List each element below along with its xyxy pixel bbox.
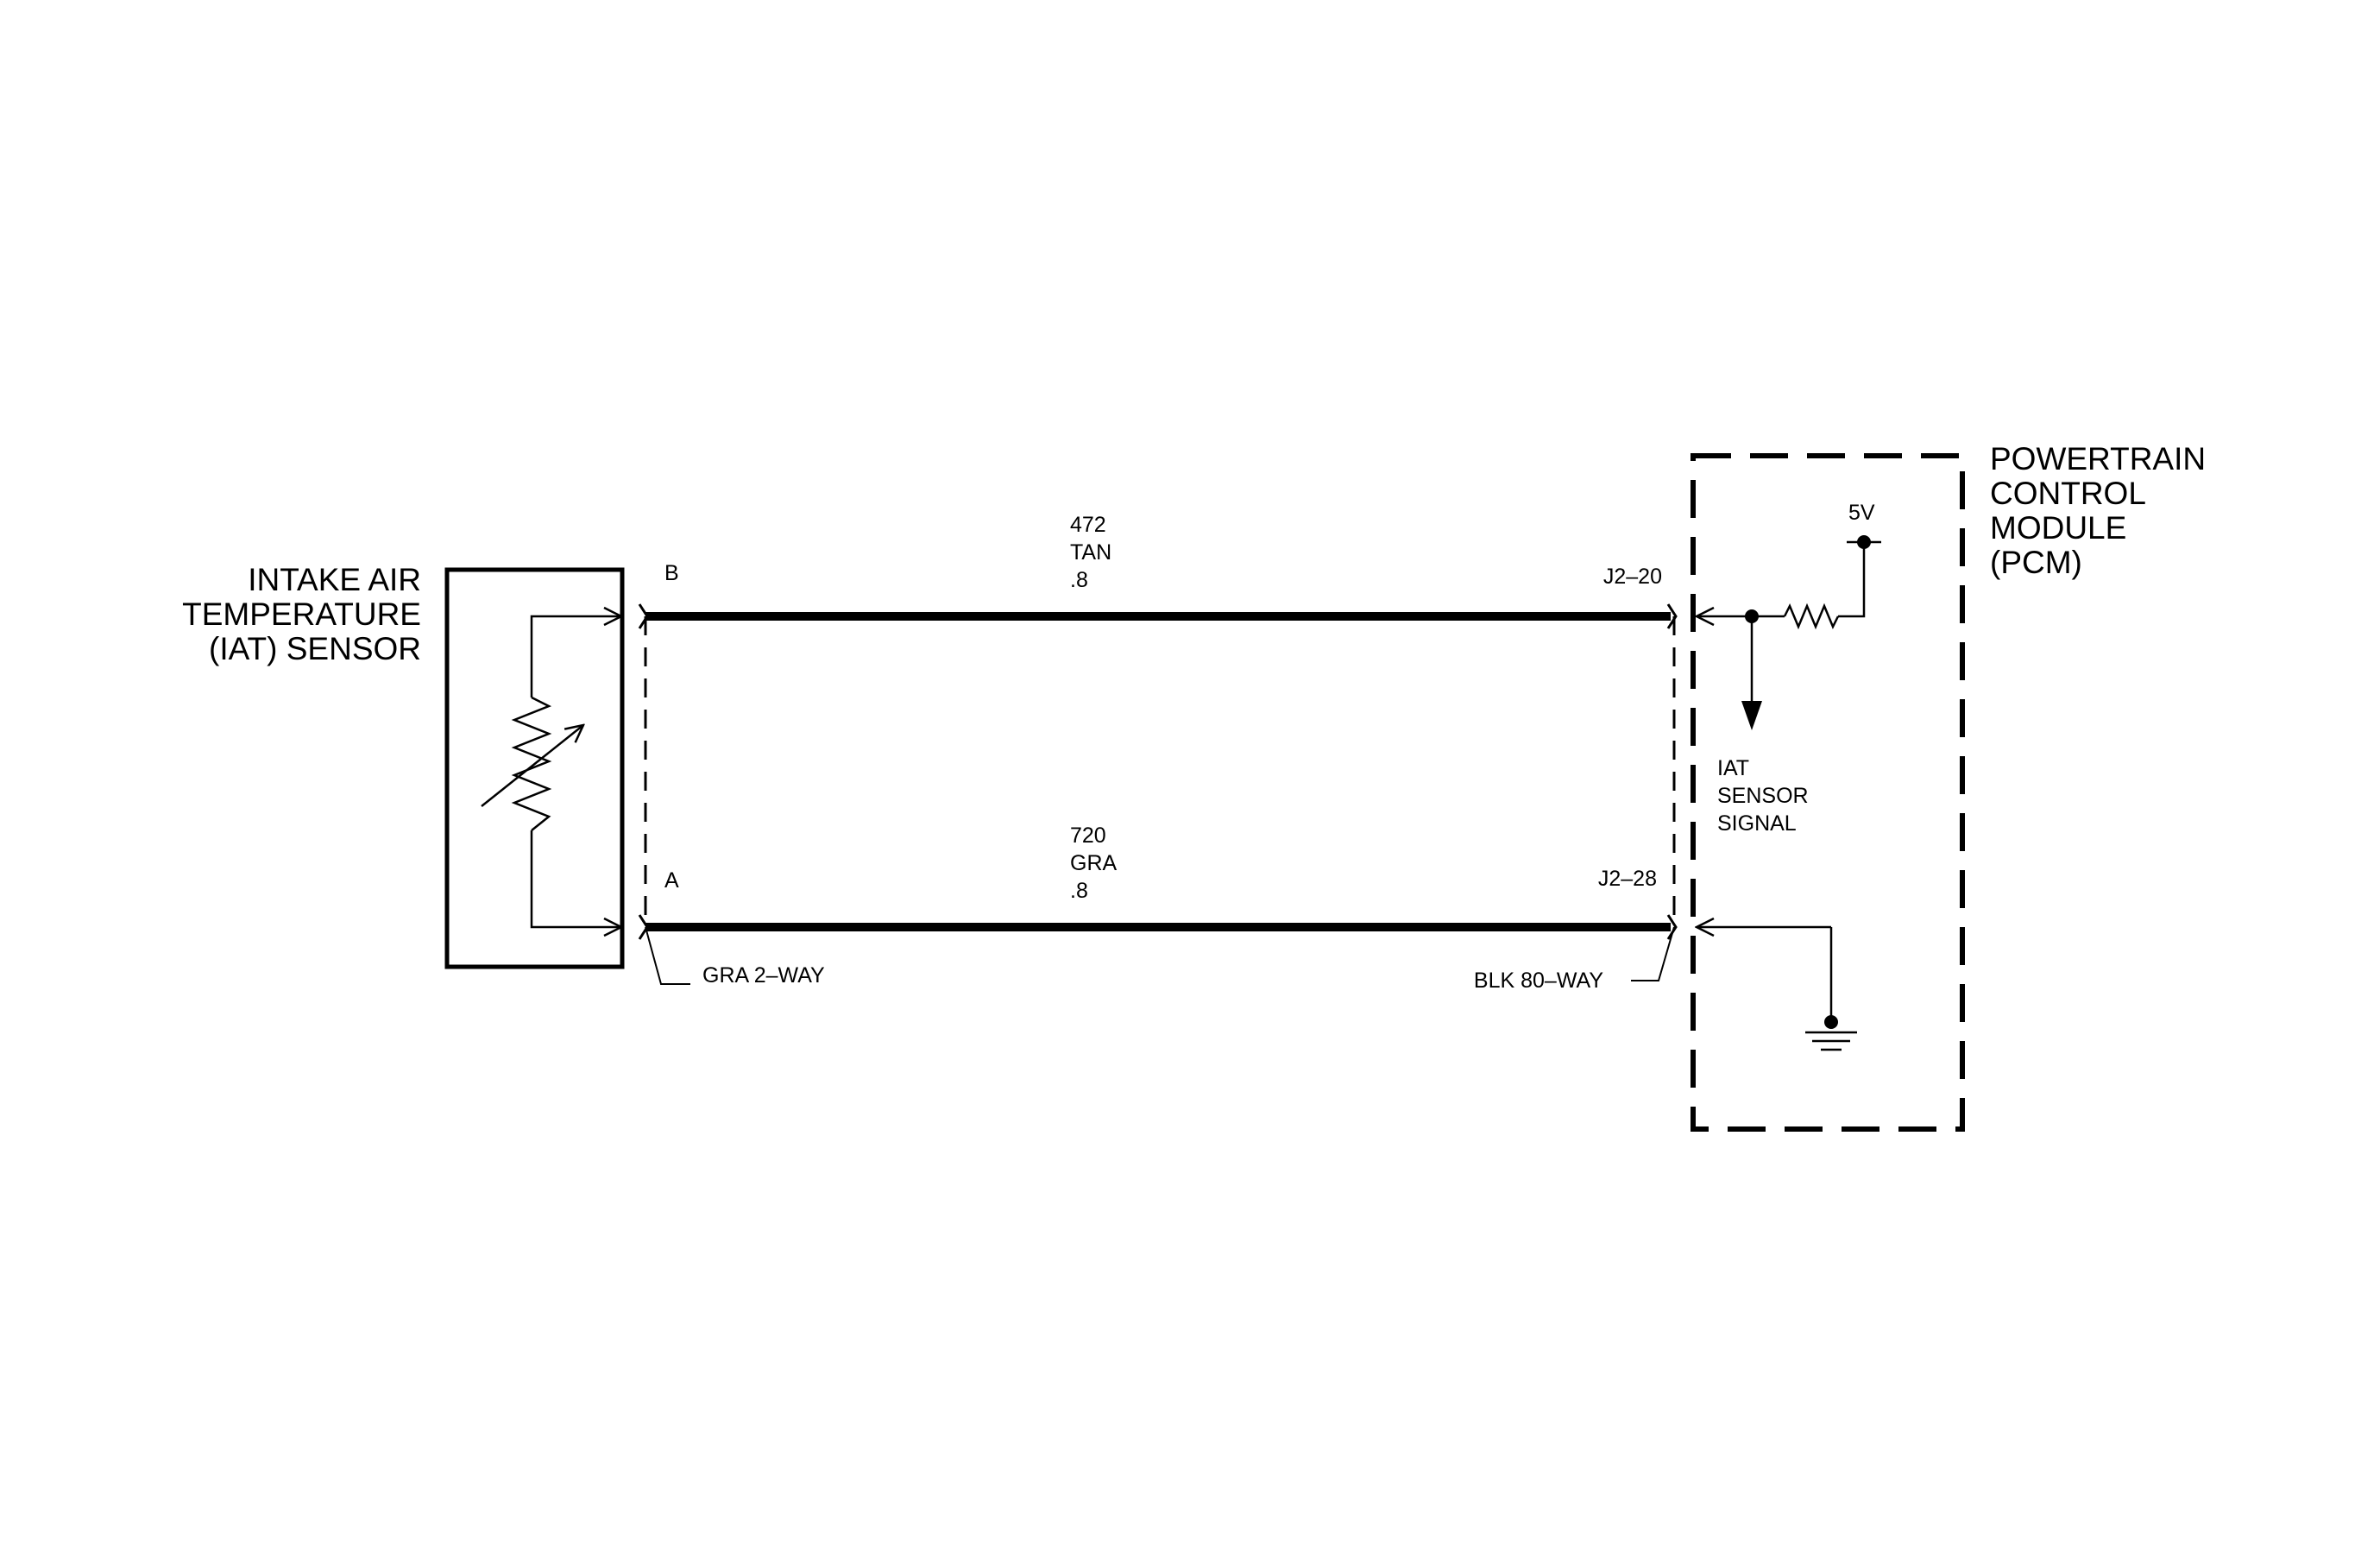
pcm-supply-label: 5V	[1848, 501, 1875, 525]
wire-720-gauge: .8	[1070, 879, 1088, 903]
iat-sensor: INTAKE AIR TEMPERATURE (IAT) SENSOR B A …	[182, 561, 825, 988]
pcm-pin-top: J2–20	[1603, 565, 1662, 589]
pcm-pin-bottom: J2–28	[1598, 867, 1657, 891]
pcm-signal-line-3: SIGNAL	[1717, 811, 1797, 836]
thermistor-resistor-icon	[511, 696, 552, 831]
pcm-connector-leader	[1631, 926, 1675, 981]
wire-472-circuit: 472	[1070, 513, 1106, 537]
pcm-signal-line-1: IAT	[1717, 756, 1749, 780]
wire-720-color: GRA	[1070, 851, 1118, 875]
pcm-signal-line-2: SENSOR	[1717, 784, 1809, 808]
ground-node-dot	[1824, 1015, 1838, 1029]
wire-720-pcm-terminal	[1666, 914, 1678, 940]
wire-472-sensor-terminal	[638, 603, 649, 629]
pcm-boundary	[1691, 453, 1965, 1132]
sensor-pin-a: A	[664, 868, 679, 893]
wire-720-circuit: 720	[1070, 824, 1106, 848]
signal-arrow-icon	[1741, 701, 1762, 730]
sensor-connector-label: GRA 2–WAY	[702, 963, 825, 988]
sensor-housing	[444, 567, 625, 969]
sensor-connector-leader	[645, 926, 690, 985]
sensor-pin-b: B	[664, 561, 679, 585]
wire-472-color: TAN	[1070, 540, 1111, 565]
wire-472-pcm-terminal	[1666, 603, 1678, 629]
variable-resistor-arrow-icon	[481, 725, 583, 807]
sensor-lead-top	[530, 616, 621, 697]
sensor-title-line-1: INTAKE AIR	[248, 562, 421, 597]
sensor-title-line-2: TEMPERATURE	[182, 596, 421, 632]
wire-720-sensor-terminal	[638, 914, 649, 940]
pcm-connector-label: BLK 80–WAY	[1474, 969, 1603, 993]
sensor-lead-bottom	[530, 830, 621, 927]
ground-icon	[1805, 1031, 1857, 1051]
pcm-title-line-2: CONTROL	[1990, 476, 2146, 511]
pcm: J2–20 J2–28 BLK 80–WAY POWERTRAIN CONTRO…	[1474, 441, 2206, 1132]
pullup-resistor-icon	[1783, 603, 1840, 630]
wire-harness: 472 TAN .8 720 GRA .8	[638, 513, 1678, 940]
pcm-title-line-3: MODULE	[1990, 510, 2126, 546]
wire-472-gauge: .8	[1070, 568, 1088, 592]
sensor-title-line-3: (IAT) SENSOR	[209, 631, 421, 666]
pcm-5v-wire	[1838, 542, 1866, 618]
pcm-title-line-1: POWERTRAIN	[1990, 441, 2206, 476]
pcm-title-line-4: (PCM)	[1990, 545, 2082, 580]
